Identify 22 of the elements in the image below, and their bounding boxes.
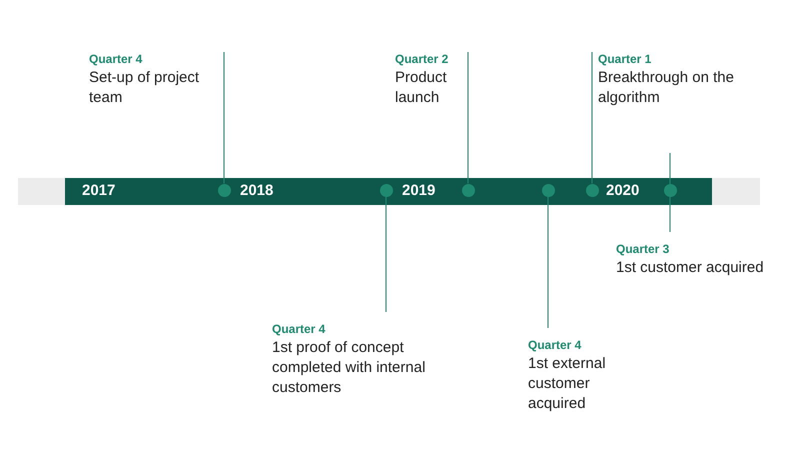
milestone-description: Breakthrough on the algorithm (598, 68, 735, 108)
year-label: 2020 (606, 182, 640, 200)
milestone-dot (380, 184, 392, 196)
quarter-label: Quarter 1 (598, 51, 652, 67)
milestone-description: 1st customer acquired (616, 258, 765, 278)
milestone-description: Set-up of project team (89, 68, 200, 108)
milestone-description: 1st proof of concept completed with internal customers (272, 338, 426, 398)
quarter-label: Quarter 2 (395, 51, 448, 67)
quarter-label: Quarter 3 (616, 241, 670, 257)
quarter-label: Quarter 4 (272, 321, 326, 337)
milestone-dot (462, 184, 474, 196)
year-label: 2017 (82, 182, 116, 200)
milestone-dot (664, 184, 676, 196)
year-label: 2018 (240, 182, 274, 200)
quarter-label: Quarter 4 (89, 51, 142, 67)
milestone-dot (586, 184, 598, 196)
year-label: 2019 (402, 182, 436, 200)
quarter-label: Quarter 4 (528, 337, 582, 353)
milestone-description: Product launch (395, 68, 448, 108)
milestone-dot (218, 184, 230, 196)
milestone-dot (542, 184, 554, 196)
milestone-description: 1st external customer acquired (528, 354, 607, 414)
